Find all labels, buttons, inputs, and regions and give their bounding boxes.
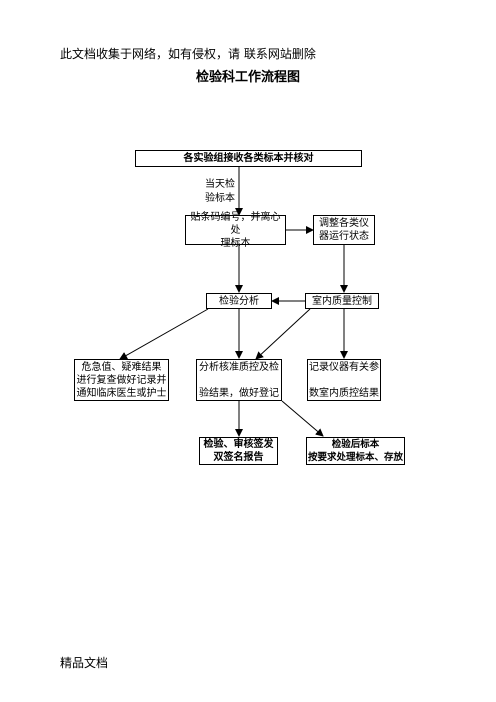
flow-box-receive: 各实验组接收各类标本并核对: [135, 150, 362, 167]
flow-box-storage: 检验后标本 按要求处理标本、存放: [306, 437, 405, 465]
flow-box-review: 分析核准质控及检 验结果，做好登记: [196, 359, 282, 401]
footer-note: 精品文档: [60, 656, 109, 670]
flow-box-report: 检验、审核签发 双签名报告: [199, 437, 278, 465]
page-title: 检验科工作流程图: [195, 70, 300, 85]
header-note: 此文档收集于网络，如有侵权，请 联系网站删除: [60, 47, 316, 61]
flow-box-barcode: 贴条码编号，并离心处 理标本: [185, 212, 286, 249]
arrow-review-to-storage: [281, 400, 324, 437]
arrow-qc-to-review: [255, 308, 311, 360]
flow-box-qc: 室内质量控制: [305, 293, 379, 309]
flow-box-adjust: 调整各类仪 器运行状态: [313, 215, 375, 245]
arrow-analysis-to-critical: [119, 308, 209, 360]
flow-box-critical: 危急值、疑难结果 进行复查做好记录并 通知临床医生或护士: [74, 359, 169, 401]
edge-label-same-day: 当天检 验标本: [205, 179, 235, 204]
flow-box-record: 记录仪器有关参 数室内质控结果: [307, 359, 381, 401]
flow-box-analysis: 检验分析: [206, 293, 272, 309]
